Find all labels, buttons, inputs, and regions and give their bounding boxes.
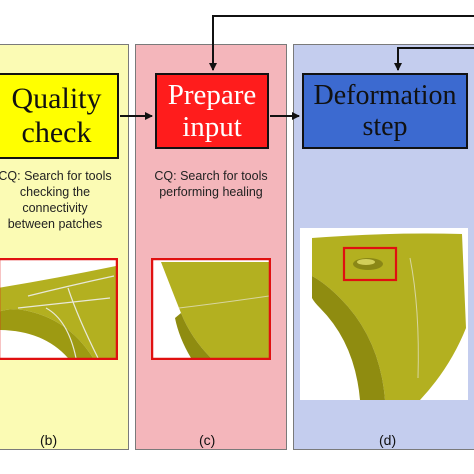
note-line: connectivity: [22, 201, 88, 215]
caption-d: (d): [379, 432, 397, 448]
caption-c: (c): [199, 432, 216, 448]
note-line: CQ: Search for tools: [154, 169, 268, 183]
note-line: CQ: Search for tools: [0, 169, 112, 183]
quality-check-note: CQ: Search for tools checking the connec…: [0, 168, 130, 232]
note-line: performing healing: [159, 185, 263, 199]
patch-connectivity-image: [0, 258, 118, 360]
feedback-arrow-top: [209, 15, 474, 71]
note-line: checking the: [19, 185, 91, 199]
quality-check-line1: Quality: [11, 82, 102, 116]
prepare-input-line1: Prepare: [167, 78, 257, 111]
prepare-input-line2: input: [182, 111, 242, 143]
deformation-step-line2: step: [362, 111, 408, 142]
healed-surface-image: [151, 258, 271, 360]
prepare-input-box: Prepare input: [155, 73, 269, 149]
deformation-step-box: Deformation step: [302, 73, 468, 149]
deformed-surface-image: [300, 228, 468, 400]
quality-check-box: Quality check: [0, 73, 119, 159]
feedback-arrow-inner: [394, 47, 474, 71]
deformation-step-line1: Deformation: [313, 79, 457, 111]
prepare-input-note: CQ: Search for tools performing healing: [138, 168, 284, 200]
caption-b: (b): [40, 432, 58, 448]
quality-check-line2: check: [21, 116, 92, 149]
note-line: between patches: [7, 217, 103, 231]
